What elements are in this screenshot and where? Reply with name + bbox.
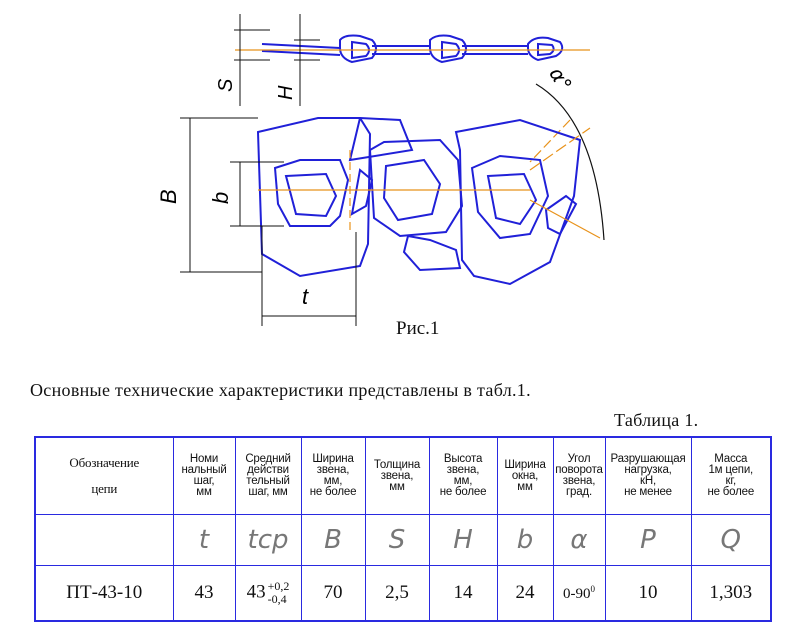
cell-chain-name: ПТ-43-10	[34, 565, 174, 622]
header-line: мм	[517, 480, 533, 493]
header-line: кН,	[640, 475, 656, 487]
angle-value: 0-900	[563, 584, 596, 602]
header-line: нальный	[181, 464, 227, 476]
header-line: действи	[247, 464, 289, 476]
header-line: Угол	[567, 453, 591, 465]
header-line: шаг,	[193, 475, 215, 487]
table-title: Таблица 1.	[614, 410, 699, 430]
symbol-cell	[34, 514, 174, 566]
header-line: не более	[439, 486, 487, 498]
symbol-cell: tср	[234, 514, 302, 566]
header-line: цепи	[91, 481, 118, 496]
cell-avg-pitch: 43+0,2-0,4	[234, 565, 302, 622]
angle-range: 0-90	[563, 586, 591, 602]
table-header-cell: Обозначение цепи	[34, 436, 174, 515]
cell-thickness: 2,5	[364, 565, 430, 622]
cell-angle: 0-900	[552, 565, 606, 622]
header-line: не менее	[624, 486, 672, 498]
cell-window: 24	[496, 565, 554, 622]
header-line: Высота	[443, 453, 483, 465]
dim-label-s: S	[215, 78, 237, 92]
chain-plan-view	[256, 116, 582, 286]
cell-mass: 1,303	[690, 565, 772, 622]
header-line: звена,	[380, 469, 414, 482]
symbol-cell: b	[496, 514, 554, 566]
header-line: поворота	[555, 464, 603, 476]
dimension-b-t	[180, 117, 357, 326]
header-line: Толщина	[373, 458, 421, 471]
intro-text: Основные технические характеристики пред…	[30, 380, 531, 400]
chain-side-view	[261, 34, 564, 64]
symbol-cell: P	[604, 514, 692, 566]
symbol-cell: B	[300, 514, 366, 566]
header-line: Средний	[245, 453, 291, 465]
header-line: звена,	[446, 464, 480, 476]
avg-pitch-value: 43	[246, 581, 266, 603]
avg-pitch-tolerance: +0,2-0,4	[268, 580, 290, 606]
dim-label-h: H	[275, 85, 297, 100]
header-line: мм,	[453, 475, 473, 487]
header-line: Номи	[189, 453, 219, 465]
dim-label-big-b: B	[156, 189, 181, 204]
header-line: Ширина	[312, 453, 354, 465]
header-line: град.	[566, 486, 592, 498]
header-line: мм	[196, 486, 212, 498]
header-line: нагрузка,	[624, 464, 672, 476]
header-line: не более	[707, 486, 755, 498]
cell-height: 14	[428, 565, 498, 622]
angle-degree: 0	[590, 584, 596, 594]
header-line: Ширина	[504, 458, 546, 471]
tol-upper: +0,2	[267, 579, 290, 593]
figure-caption: Рис.1	[396, 318, 440, 339]
plan-axis-lines	[258, 127, 601, 239]
header-line: 1м цепи,	[708, 464, 754, 476]
header-line: звена,	[316, 464, 350, 476]
header-line: мм,	[323, 475, 343, 487]
header-line: Масса	[714, 453, 748, 465]
cell-pitch: 43	[172, 565, 236, 622]
angle-arc	[529, 83, 605, 241]
symbol-cell: t	[172, 514, 236, 566]
header-line: Разрушающая	[610, 453, 686, 465]
table-row: ПТ-43-10 43 43+0,2-0,4 70 2,5 14 24 0-90…	[34, 565, 772, 622]
header-line: звена,	[562, 475, 596, 487]
cell-width: 70	[300, 565, 366, 622]
header-line: тельный	[246, 475, 290, 487]
tol-lower: -0,4	[267, 592, 287, 606]
symbol-cell: H	[428, 514, 498, 566]
dimension-s-h	[234, 14, 320, 106]
dim-label-t: t	[302, 284, 309, 309]
chain-drawing: S H α° B b t	[156, 14, 605, 326]
header-line: кг,	[725, 475, 737, 487]
symbol-cell: α	[552, 514, 606, 566]
header-line: не более	[309, 486, 357, 498]
header-line: шаг, мм	[248, 486, 288, 498]
dim-label-small-b: b	[208, 192, 233, 204]
dim-label-alpha: α°	[544, 63, 576, 95]
header-line: мм	[389, 480, 405, 493]
symbol-cell: S	[364, 514, 430, 566]
cell-load: 10	[604, 565, 692, 622]
header-line: Обозначение	[69, 455, 140, 470]
header-line: окна,	[511, 469, 539, 482]
symbol-cell: Q	[690, 514, 772, 566]
